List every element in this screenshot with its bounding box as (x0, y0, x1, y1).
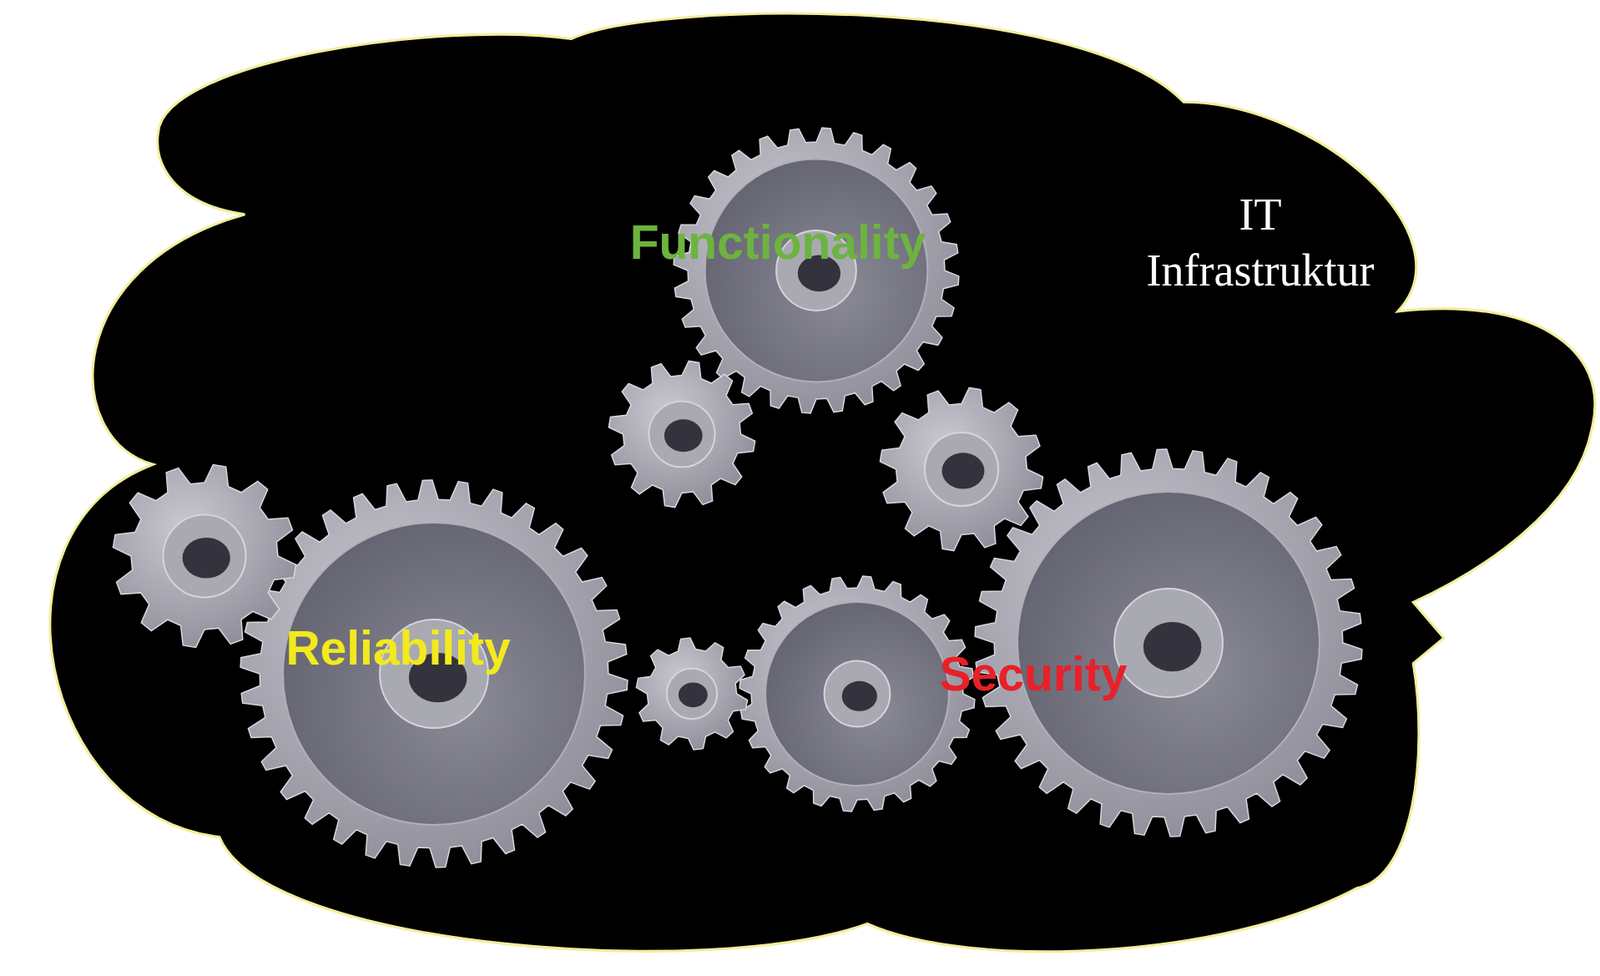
gear-disk (282, 522, 586, 825)
gear-hub (666, 668, 717, 719)
gear-hub (163, 514, 247, 598)
gear-hole (1143, 621, 1202, 672)
gear-hole (678, 682, 708, 708)
region-title: IT Infrastruktur (1126, 186, 1394, 299)
quality-label: Security (936, 646, 1131, 702)
gear-label-box: Functionality (626, 214, 930, 271)
gear (112, 464, 296, 647)
gear-hole (664, 418, 703, 452)
gear-teeth (635, 637, 748, 750)
quality-label: Reliability (282, 620, 514, 677)
gear-hub (924, 432, 999, 506)
gear (673, 127, 959, 414)
cloud-text-holder: IT Infrastruktur (1126, 186, 1394, 299)
gear-label-box: Security (936, 646, 1131, 702)
gear-disk (765, 601, 949, 786)
gear (240, 479, 628, 868)
gear-teeth (240, 479, 628, 868)
gear-hub (648, 400, 715, 467)
gear-teeth (974, 449, 1363, 837)
cloud-path (50, 13, 1595, 952)
gear (974, 449, 1363, 837)
gear-disk (1017, 491, 1320, 794)
gear-hub (824, 661, 891, 727)
gear (879, 387, 1043, 551)
gear-teeth (673, 127, 959, 414)
gear-hole (182, 537, 231, 579)
gear-label-box: Reliability (282, 620, 514, 677)
gear-hub (1114, 588, 1223, 697)
gear (635, 637, 748, 750)
gear (608, 360, 755, 507)
quality-label: Functionality (626, 214, 930, 271)
gear-teeth (608, 360, 755, 507)
gear-disk (705, 159, 929, 383)
gear-illustration (112, 127, 1362, 868)
gear-teeth (879, 387, 1043, 551)
gear-hole (842, 681, 878, 712)
gear-hole (941, 452, 985, 489)
gear-teeth (112, 464, 296, 647)
